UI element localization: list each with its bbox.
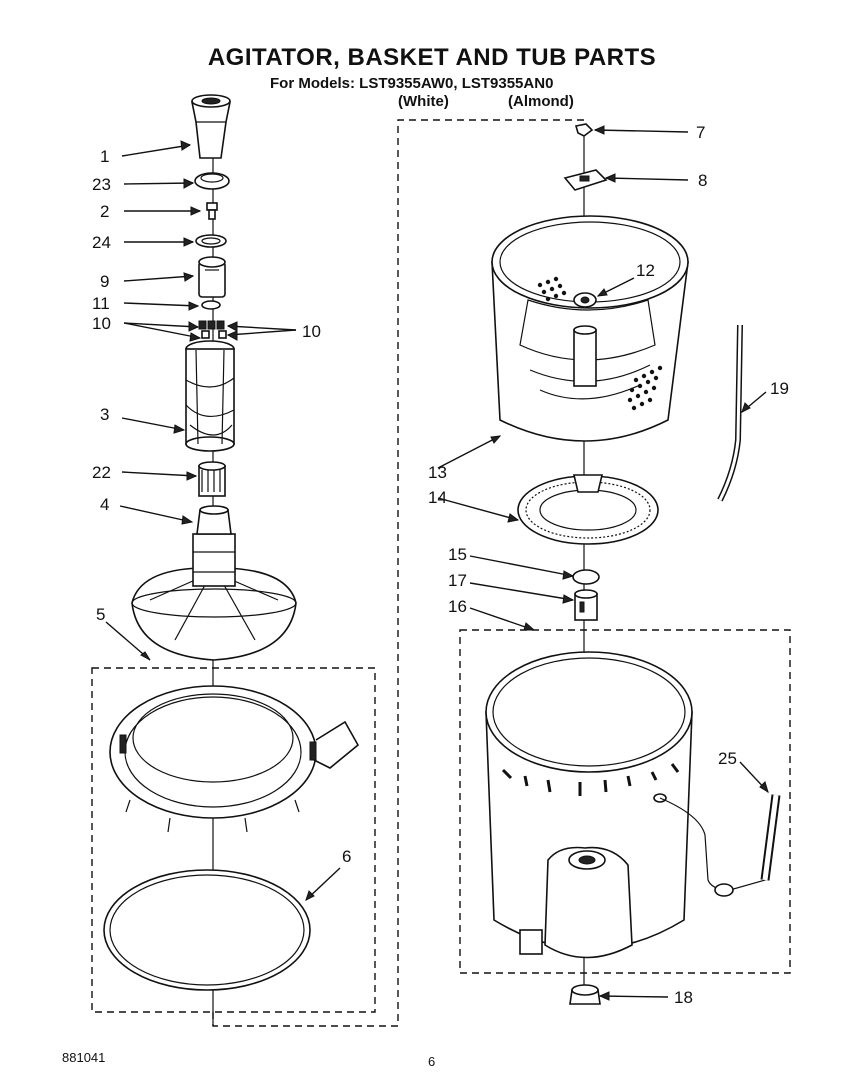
assembly-connector-line: [212, 119, 588, 1027]
part-fabric-softener-dispenser: [191, 94, 231, 159]
callout-1: 1: [100, 147, 109, 166]
callout-5: 5: [96, 605, 105, 624]
callout-7: 7: [696, 123, 705, 142]
part-drive-bell: [198, 461, 226, 497]
part-hub-nut: [573, 292, 597, 308]
part-agitator-dogs: [198, 320, 227, 339]
callout-12: 12: [636, 261, 655, 280]
part-tub-seal: [572, 569, 600, 585]
part-spanner-nut: [563, 169, 608, 191]
part-upper-agitator: [185, 340, 235, 452]
callout-23: 23: [92, 175, 111, 194]
part-agitator-cam: [198, 256, 226, 298]
callout-11: 11: [92, 294, 110, 313]
callout-2: 2: [100, 202, 109, 221]
part-clip: [574, 123, 594, 137]
page-title: AGITATOR, BASKET AND TUB PARTS: [207, 44, 657, 71]
callout-15: 15: [448, 545, 467, 564]
callout-10-left: 10: [92, 314, 111, 333]
part-wash-basket: [491, 215, 689, 442]
callout-6: 6: [342, 847, 351, 866]
callout-9: 9: [100, 272, 109, 291]
doc-number: 881041: [62, 1050, 106, 1065]
models-line: For Models: LST9355AW0, LST9355AN0: [270, 75, 554, 92]
callout-4: 4: [100, 495, 109, 514]
variant-almond: (Almond): [508, 93, 574, 110]
callout-10-right: 10: [302, 322, 321, 341]
callout-13: 13: [428, 463, 447, 482]
callout-8: 8: [698, 171, 707, 190]
part-drain-hose: [659, 794, 781, 897]
leader-arrowheads: [140, 125, 769, 1001]
leader-lines: [105, 129, 769, 998]
variant-white: (White): [398, 93, 449, 110]
part-seal-ring: [195, 234, 227, 248]
callout-17: 17: [448, 571, 467, 590]
part-tub-hub: [574, 589, 598, 621]
part-agitator-base: [131, 505, 297, 661]
page-number: 6: [428, 1054, 436, 1069]
callout-22: 22: [92, 463, 111, 482]
part-outer-tub: [485, 651, 693, 959]
part-agitator-bolt: [206, 202, 218, 220]
part-agitator-cap: [194, 172, 230, 190]
part-basket-drive: [517, 474, 659, 545]
part-hex-nut: [569, 984, 601, 1005]
part-tub-ring: [109, 685, 360, 833]
callout-25: 25: [718, 749, 737, 768]
callout-16: 16: [448, 597, 467, 616]
callout-3: 3: [100, 405, 109, 424]
callout-19: 19: [770, 379, 789, 398]
part-washer: [201, 300, 221, 310]
tub-ring-group-box: [91, 667, 376, 1013]
callout-14: 14: [428, 488, 447, 507]
part-retaining-ring: [103, 869, 311, 991]
callout-18: 18: [674, 988, 693, 1007]
callout-24: 24: [92, 233, 111, 252]
